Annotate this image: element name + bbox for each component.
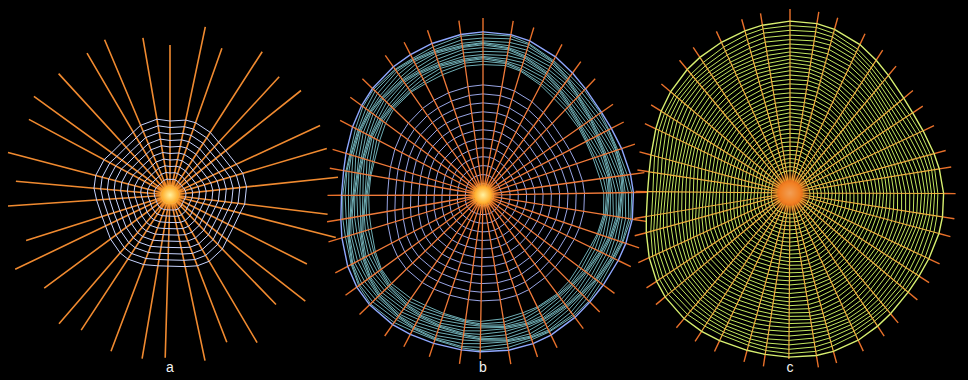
frame-thread: [341, 32, 634, 352]
anchor-threads: [634, 9, 955, 369]
panel-label: a: [162, 359, 178, 375]
auxiliary-spiral: [94, 119, 247, 266]
web-hub: [154, 179, 186, 211]
hub-centre: [777, 180, 803, 206]
web-hub: [467, 179, 499, 211]
frame-thread: [646, 21, 943, 357]
sticky-spiral: [651, 26, 938, 354]
web-stage-c: [634, 9, 955, 369]
panel-label: c: [783, 359, 798, 375]
sticky-spiral: [343, 34, 632, 350]
anchor-threads: [327, 18, 647, 366]
radial-threads: [341, 32, 634, 352]
web-stage-a: [8, 27, 338, 361]
web-stage-b: [327, 18, 647, 366]
panel-label: b: [475, 359, 491, 375]
web-hub: [770, 173, 810, 213]
auxiliary-spiral: [387, 85, 584, 301]
radial-threads: [646, 21, 943, 357]
radial-threads: [8, 27, 338, 361]
